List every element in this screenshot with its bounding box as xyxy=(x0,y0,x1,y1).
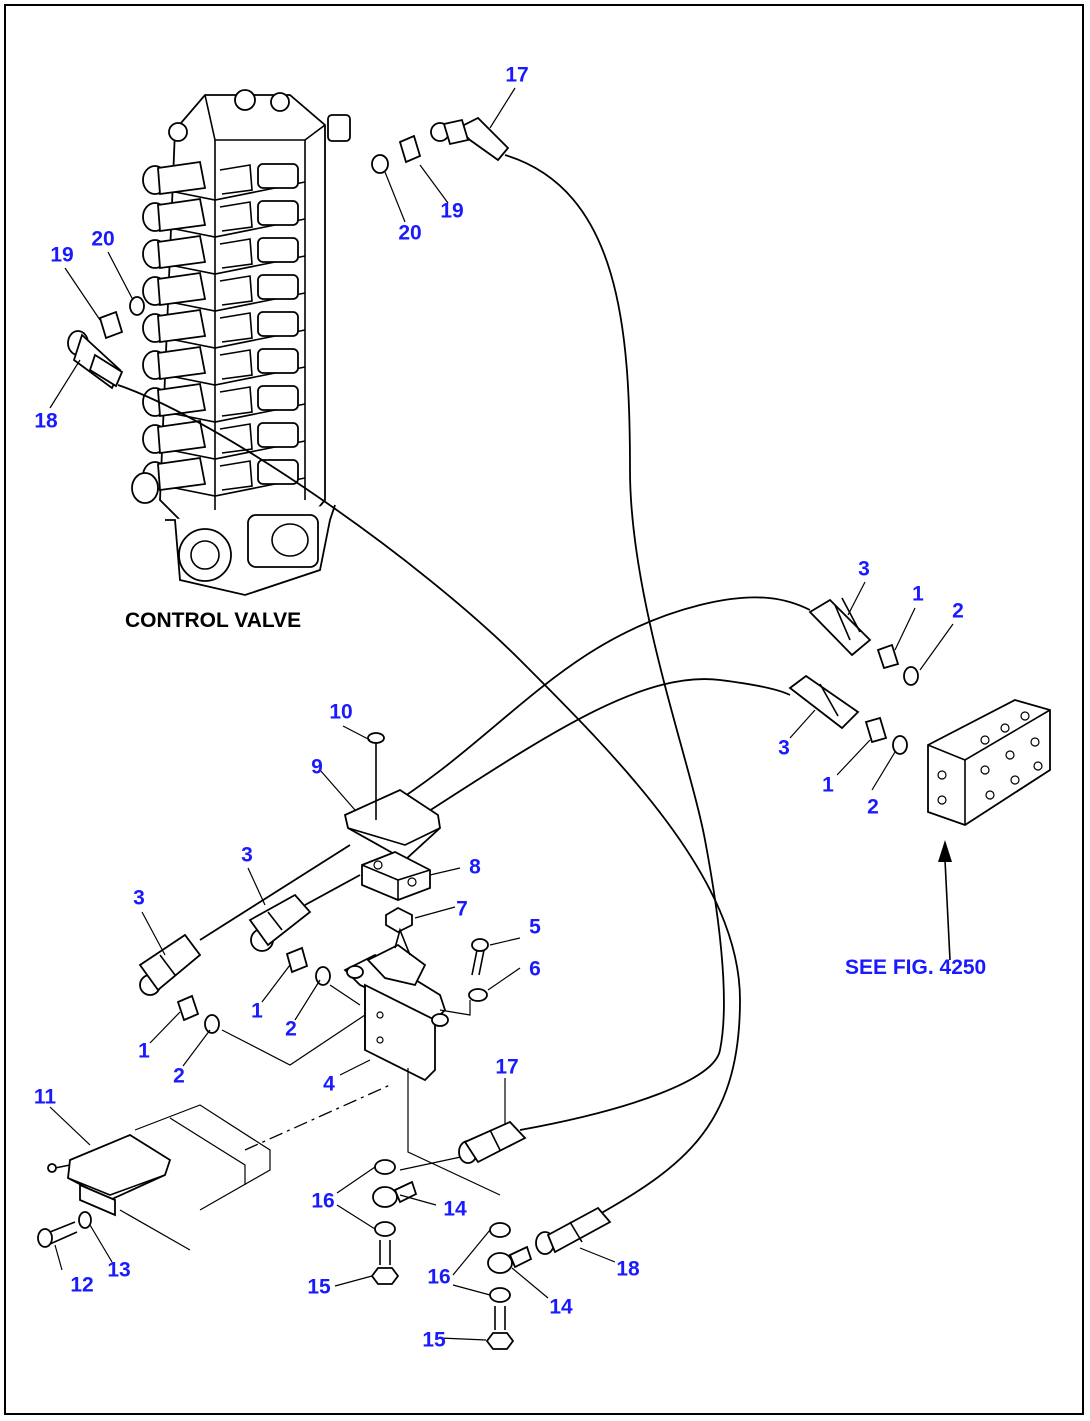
block-8 xyxy=(361,851,431,901)
o-ring-2-left xyxy=(204,1014,220,1034)
callout-2-lower: 2 xyxy=(867,796,879,819)
callout-12: 12 xyxy=(70,1274,93,1297)
callout-20-top: 20 xyxy=(398,222,421,245)
control-valve xyxy=(131,89,351,596)
see-fig-arrow xyxy=(944,859,951,961)
callout-18-bottom: 18 xyxy=(616,1258,640,1281)
connection-line-a xyxy=(221,1014,366,1066)
callout-5: 5 xyxy=(529,916,541,939)
callout-19-top: 19 xyxy=(440,200,463,223)
hose-end-17-bottom xyxy=(458,1120,527,1164)
manifold-block xyxy=(927,699,1051,826)
diagram-border xyxy=(4,4,1084,1415)
bolt-12 xyxy=(37,1221,78,1248)
callout-11: 11 xyxy=(34,1086,57,1109)
fastener-stack-a xyxy=(370,1159,418,1285)
adapter-19-left xyxy=(98,310,124,340)
callout-4: 4 xyxy=(323,1073,335,1096)
callout-3-upper: 3 xyxy=(858,558,870,581)
callout-14-b: 14 xyxy=(549,1296,573,1319)
elbow-fitting-17-top xyxy=(430,116,510,162)
hose-end-3-lower xyxy=(788,674,860,730)
centerline-a xyxy=(244,1084,391,1151)
callout-15-a: 15 xyxy=(307,1276,331,1299)
callout-2-upper: 2 xyxy=(952,600,964,623)
callout-19-left: 19 xyxy=(50,244,73,267)
connection-line-c xyxy=(407,1068,501,1196)
callout-14-a: 14 xyxy=(443,1198,467,1221)
adapter-1-mid xyxy=(285,946,309,974)
see-fig-reference: SEE FIG. 4250 xyxy=(845,956,986,979)
bolt-10 xyxy=(367,732,385,820)
hose-3-upper xyxy=(379,596,811,813)
callout-17-bottom: 17 xyxy=(495,1056,518,1079)
pedal-bracket-11 xyxy=(47,1104,271,1251)
callout-16-b: 16 xyxy=(427,1266,450,1289)
hose-end-3-upper xyxy=(808,597,872,657)
hose-3-left-a xyxy=(199,844,351,941)
washer-13 xyxy=(78,1211,92,1229)
hose-end-18-bottom xyxy=(535,1206,612,1255)
callout-2-mid: 2 xyxy=(285,1018,297,1041)
elbow-fitting-18-left xyxy=(67,330,124,390)
callout-1-lower: 1 xyxy=(822,774,834,797)
hose-end-3-left xyxy=(138,933,202,996)
callout-3-left: 3 xyxy=(133,887,145,910)
callout-2-left: 2 xyxy=(173,1065,185,1088)
callout-13: 13 xyxy=(107,1259,130,1282)
plate-9 xyxy=(343,788,441,862)
callout-1-mid: 1 xyxy=(251,1000,263,1023)
o-ring-20-top xyxy=(371,154,389,174)
callout-20-left: 20 xyxy=(91,228,114,251)
callout-15-b: 15 xyxy=(422,1329,446,1352)
hose-3-lower xyxy=(414,678,791,821)
adapter-19-top xyxy=(398,134,422,164)
hose-3-left-b xyxy=(304,874,361,906)
callout-1-left: 1 xyxy=(138,1040,150,1063)
adapter-1-upper xyxy=(876,643,900,670)
bolt-5 xyxy=(471,938,489,976)
pedal-valve-4 xyxy=(343,927,449,1082)
hose-17 xyxy=(504,154,725,1131)
callout-17-top: 17 xyxy=(505,64,528,87)
adapter-1-lower xyxy=(864,716,888,744)
callout-1-upper: 1 xyxy=(912,583,924,606)
callout-10: 10 xyxy=(329,701,352,724)
o-ring-2-lower xyxy=(892,735,908,755)
callout-7: 7 xyxy=(456,898,468,921)
callout-3-mid: 3 xyxy=(241,844,253,867)
callout-18-left: 18 xyxy=(34,410,58,433)
callout-16-a: 16 xyxy=(311,1190,334,1213)
adapter-1-left xyxy=(176,994,200,1022)
callout-3-lower: 3 xyxy=(778,737,790,760)
hose-18 xyxy=(117,384,741,1226)
connection-line-b xyxy=(329,984,361,1006)
nut-7 xyxy=(385,906,413,934)
callout-9: 9 xyxy=(311,756,323,779)
callout-8: 8 xyxy=(469,856,481,879)
leader-lines xyxy=(49,87,954,1341)
control-valve-label: CONTROL VALVE xyxy=(125,609,301,632)
washer-6 xyxy=(468,988,488,1002)
o-ring-2-upper xyxy=(903,666,919,686)
o-ring-20-left xyxy=(129,296,145,316)
callout-6: 6 xyxy=(529,958,541,981)
fastener-stack-b xyxy=(485,1222,533,1350)
arrow-head xyxy=(938,840,952,862)
hose-end-3-mid xyxy=(248,893,312,952)
connection-line-d xyxy=(399,1154,471,1171)
